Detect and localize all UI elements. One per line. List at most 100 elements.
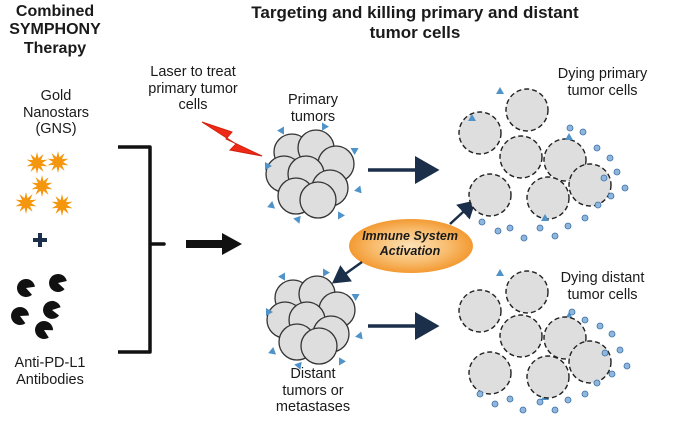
dying-cell-icon	[505, 88, 549, 132]
pac-antibody-icon	[43, 300, 61, 319]
pdl1-receptor	[294, 361, 302, 370]
pdl1-receptor	[565, 133, 573, 140]
cell-debris	[601, 349, 609, 357]
gns-label: Gold Nanostars (GNS)	[22, 88, 90, 138]
cell-debris	[581, 390, 589, 398]
pdl1-receptor	[278, 272, 285, 281]
cell-debris	[536, 398, 544, 406]
cell-debris	[506, 395, 514, 403]
pdl1-receptor	[468, 114, 476, 121]
dying-cell-icon	[499, 314, 543, 358]
cell-debris	[616, 346, 624, 354]
dying-primary-cells	[458, 87, 629, 400]
tumor-cell	[300, 327, 338, 365]
pdl1-receptor	[351, 294, 360, 301]
dying-cell-icon	[468, 173, 512, 217]
dying-cell-icon	[526, 355, 570, 399]
arrow-immune-to-distant	[331, 260, 363, 284]
pdl1-receptor	[265, 162, 272, 170]
cell-debris	[596, 322, 604, 330]
dying-cell-icon	[505, 270, 549, 314]
cell-debris	[551, 406, 559, 414]
gold-nanostar-icon	[31, 175, 53, 197]
dying-cell-icon	[458, 111, 502, 155]
cell-debris	[594, 201, 602, 209]
primary-tumors-label: Primary tumors	[288, 92, 338, 125]
immune-activation-ellipse	[349, 219, 473, 273]
pdl1-receptor	[322, 122, 329, 131]
pdl1-receptor	[323, 268, 330, 277]
cell-debris	[564, 222, 572, 230]
dying-cell-icon	[526, 176, 570, 220]
laser-bolt-icon	[201, 121, 263, 157]
dying-cell-icon	[458, 289, 502, 333]
pdl1-receptor	[266, 308, 273, 316]
pdl1-receptor	[541, 214, 549, 221]
main-title: Targeting and killing primary and distan…	[251, 3, 579, 42]
plus-vertical-bar	[38, 233, 42, 247]
cell-debris	[613, 168, 621, 176]
primary-tumor-cluster	[265, 122, 362, 224]
laser-label: Laser to treat primary tumor cells	[148, 64, 238, 114]
cell-debris	[551, 232, 559, 240]
cell-debris	[593, 379, 601, 387]
pac-antibody-icon	[49, 273, 67, 292]
cell-debris	[520, 234, 528, 242]
cell-debris	[506, 224, 514, 232]
pdl1-receptor	[267, 201, 276, 209]
dying-cell-icon	[568, 340, 612, 384]
pdl1-receptor	[496, 269, 504, 276]
cell-debris	[491, 400, 499, 408]
pdl1-receptor	[354, 185, 362, 194]
pac-antibody-icon	[16, 278, 35, 297]
pdl1-receptor	[496, 87, 504, 94]
cell-debris	[579, 128, 587, 136]
combined-therapy-title: Combined SYMPHONY Therapy	[9, 3, 101, 57]
cell-debris	[564, 396, 572, 404]
cell-debris	[607, 192, 615, 200]
combination-arrow	[186, 233, 242, 255]
gold-nanostar-icon	[26, 152, 48, 174]
cell-debris	[581, 214, 589, 222]
pdl1-receptor	[350, 148, 359, 155]
cell-debris	[566, 124, 574, 132]
antibody-label: Anti-PD-L1 Antibodies	[14, 355, 86, 388]
distant-tumors-label: Distant tumors or metastases	[275, 366, 351, 416]
combination-brace	[118, 145, 166, 354]
pdl1-receptor	[293, 215, 301, 224]
cell-debris	[568, 308, 576, 316]
gold-nanostar-icon	[15, 192, 37, 214]
cell-debris	[621, 184, 629, 192]
cell-debris	[519, 406, 527, 414]
dying-cell-icon	[468, 351, 512, 395]
cell-debris	[494, 227, 502, 235]
gold-nanostars-group	[15, 151, 73, 216]
immune-system-label: Immune System Activation	[362, 229, 458, 258]
cell-debris	[608, 330, 616, 338]
cell-debris	[606, 154, 614, 162]
dying-distant-cells	[458, 270, 631, 414]
pdl1-receptor	[338, 211, 345, 220]
pac-antibody-icon	[35, 320, 54, 339]
pdl1-receptor	[355, 331, 363, 340]
cell-debris	[608, 370, 616, 378]
cell-debris	[593, 144, 601, 152]
tumor-cell	[299, 181, 337, 219]
cell-debris	[600, 174, 608, 182]
pdl1-receptor	[277, 126, 284, 135]
gold-nanostar-icon	[51, 194, 73, 216]
cell-debris	[478, 218, 486, 226]
pac-antibody-icon	[11, 306, 30, 325]
pdl1-receptor	[339, 357, 346, 366]
dying-primary-label: Dying primary tumor cells	[557, 66, 648, 99]
distant-tumor-cluster	[266, 268, 363, 370]
dying-cell-icon	[499, 135, 543, 179]
pdl1-receptor	[268, 347, 277, 355]
cell-debris	[623, 362, 631, 370]
arrow-dying-to-immune	[449, 200, 476, 225]
gold-nanostar-icon	[47, 151, 69, 173]
cell-debris	[536, 224, 544, 232]
antibodies-group	[11, 273, 67, 339]
